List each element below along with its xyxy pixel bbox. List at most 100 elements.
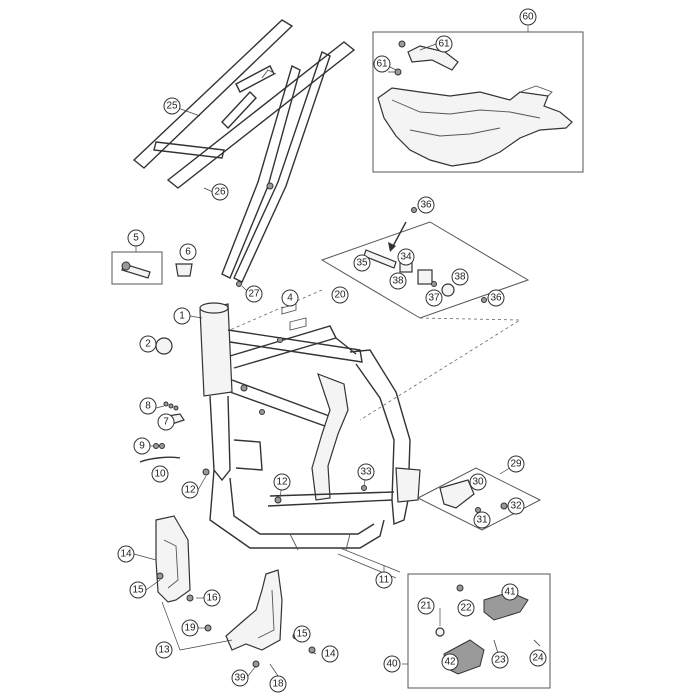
callout-15-a: 15 xyxy=(129,581,147,599)
callout-21: 21 xyxy=(417,597,435,615)
callout-11: 11 xyxy=(375,571,393,589)
svg-text:36: 36 xyxy=(490,293,502,304)
callout-16: 16 xyxy=(203,589,221,607)
leader-lines xyxy=(133,26,529,677)
bushing-6 xyxy=(175,263,193,277)
callout-13: 13 xyxy=(155,641,173,659)
svg-text:39: 39 xyxy=(234,673,246,684)
linkage-group xyxy=(229,207,530,421)
callout-36-b: 36 xyxy=(487,289,505,307)
svg-text:40: 40 xyxy=(386,659,398,670)
svg-text:29: 29 xyxy=(510,459,522,470)
callout-61-a: 61 xyxy=(435,35,453,53)
svg-text:31: 31 xyxy=(476,515,488,526)
svg-text:38: 38 xyxy=(454,272,466,283)
svg-text:26: 26 xyxy=(214,187,226,198)
skid-plate-group xyxy=(372,31,584,173)
frame-gusset xyxy=(311,372,349,501)
callout-24: 24 xyxy=(529,649,547,667)
callout-30: 30 xyxy=(469,473,487,491)
callout-7: 7 xyxy=(157,413,175,431)
svg-text:24: 24 xyxy=(532,653,544,664)
svg-text:12: 12 xyxy=(276,477,288,488)
item5-box xyxy=(111,251,163,285)
svg-text:16: 16 xyxy=(206,593,218,604)
callout-32: 32 xyxy=(507,497,525,515)
steering-head xyxy=(199,303,233,397)
svg-text:25: 25 xyxy=(166,101,178,112)
cap-2 xyxy=(155,337,173,355)
svg-text:18: 18 xyxy=(272,679,284,690)
bracket-30 xyxy=(439,479,475,509)
callout-22: 22 xyxy=(457,599,475,617)
frame-guards xyxy=(155,515,316,668)
callout-20: 20 xyxy=(331,286,349,304)
svg-text:61: 61 xyxy=(438,39,450,50)
svg-text:9: 9 xyxy=(139,441,145,452)
callout-18: 18 xyxy=(269,675,287,693)
svg-text:32: 32 xyxy=(510,501,522,512)
svg-text:30: 30 xyxy=(472,477,484,488)
callout-5: 5 xyxy=(127,229,145,247)
callout-14-a: 14 xyxy=(117,545,135,563)
callout-27: 27 xyxy=(245,285,263,303)
callout-9: 9 xyxy=(133,437,151,455)
svg-text:41: 41 xyxy=(504,587,516,598)
callout-29: 29 xyxy=(507,455,525,473)
callout-31: 31 xyxy=(473,511,491,529)
callout-10: 10 xyxy=(151,465,169,483)
callout-4: 4 xyxy=(281,289,299,307)
callout-42: 42 xyxy=(441,653,459,671)
callout-40: 40 xyxy=(383,655,401,673)
svg-text:22: 22 xyxy=(460,603,472,614)
svg-text:1: 1 xyxy=(179,311,185,322)
callout-36-a: 36 xyxy=(417,196,435,214)
callout-12-b: 12 xyxy=(273,473,291,491)
svg-text:14: 14 xyxy=(120,549,132,560)
callout-39: 39 xyxy=(231,669,249,687)
callout-6: 6 xyxy=(179,243,197,261)
svg-text:13: 13 xyxy=(158,645,170,656)
svg-text:42: 42 xyxy=(444,657,456,668)
callout-37: 37 xyxy=(425,289,443,307)
footpeg-box xyxy=(407,573,551,689)
svg-text:2: 2 xyxy=(145,339,151,350)
callout-26: 26 xyxy=(211,183,229,201)
callout-34: 34 xyxy=(397,248,415,266)
callout-8: 8 xyxy=(139,397,157,415)
svg-text:11: 11 xyxy=(379,575,390,586)
svg-text:61: 61 xyxy=(376,59,388,70)
callout-33: 33 xyxy=(357,463,375,481)
callout-38-b: 38 xyxy=(451,268,469,286)
linkage-box xyxy=(320,221,530,319)
footpeg-bracket-group xyxy=(416,467,542,531)
svg-text:34: 34 xyxy=(400,252,412,263)
callout-15-b: 15 xyxy=(293,625,311,643)
main-frame xyxy=(199,302,421,579)
svg-text:14: 14 xyxy=(324,649,336,660)
left-small-parts xyxy=(111,251,307,476)
svg-text:60: 60 xyxy=(522,12,534,23)
svg-text:21: 21 xyxy=(420,601,432,612)
callout-60: 60 xyxy=(519,8,537,26)
svg-text:20: 20 xyxy=(334,290,346,301)
skid-bracket xyxy=(407,45,459,71)
callout-14-b: 14 xyxy=(321,645,339,663)
callout-61-b: 61 xyxy=(373,55,391,73)
subframe xyxy=(132,19,356,283)
svg-text:12: 12 xyxy=(184,485,196,496)
svg-text:10: 10 xyxy=(154,469,166,480)
svg-text:15: 15 xyxy=(296,629,308,640)
svg-text:5: 5 xyxy=(133,233,139,244)
svg-text:19: 19 xyxy=(184,623,196,634)
svg-text:37: 37 xyxy=(428,293,440,304)
callout-38-a: 38 xyxy=(389,272,407,290)
footpeg-group xyxy=(407,573,551,689)
callout-25: 25 xyxy=(163,97,181,115)
skid-plate xyxy=(377,87,573,167)
callout-35: 35 xyxy=(353,254,371,272)
svg-text:8: 8 xyxy=(145,401,151,412)
svg-text:4: 4 xyxy=(287,293,293,304)
svg-text:38: 38 xyxy=(392,276,404,287)
